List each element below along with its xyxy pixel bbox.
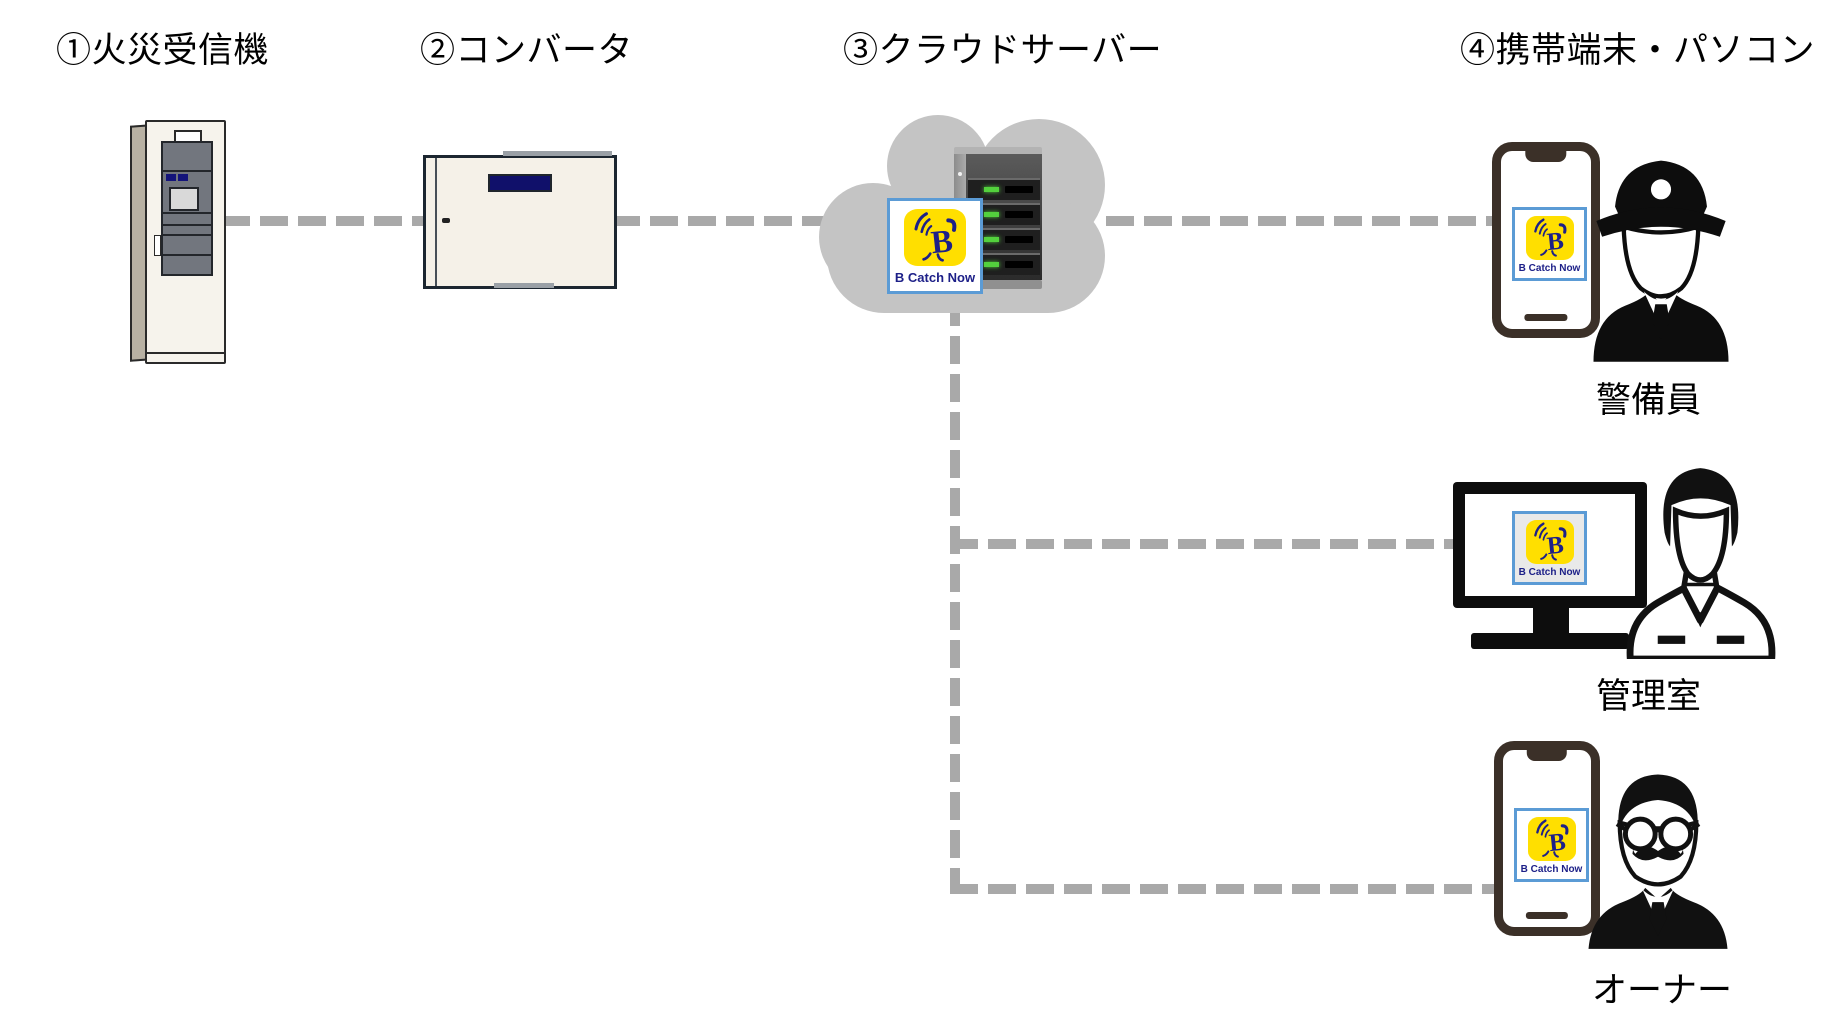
drive-slot (1005, 186, 1033, 193)
led-light (984, 262, 999, 267)
cabinet-door-handle (154, 235, 161, 256)
led-light (984, 187, 999, 192)
phone-notch (1525, 150, 1567, 162)
endpoint-label-owner: オーナー (1592, 971, 1733, 1010)
indicator-lamp (178, 174, 188, 181)
phone-homebar (1525, 912, 1569, 919)
panel-divider (163, 234, 211, 236)
step-label-fire-receiver: ①火災受信機 (56, 31, 270, 70)
connector-cloud-guard-phone (1106, 216, 1492, 226)
panel-divider (163, 254, 211, 256)
panel-display (169, 187, 199, 211)
server-top (954, 147, 1042, 156)
bcatchnow-mascot-icon: B (1527, 817, 1576, 861)
connector-receiver-converter (222, 216, 424, 226)
converter-door-edge (435, 158, 437, 286)
app-name: B Catch Now (1518, 263, 1581, 274)
endpoint-label-guard: 警備員 (1596, 381, 1702, 420)
phone-homebar (1524, 314, 1568, 321)
phone-notch (1526, 749, 1568, 761)
mascot-letter: B (929, 222, 954, 260)
mascot-letter: B (1545, 228, 1564, 257)
cabinet-control-panel (161, 141, 213, 276)
endpoint-label-control-room: 管理室 (1596, 677, 1702, 716)
step-label-devices: ④携帯端末・パソコン (1460, 31, 1816, 70)
connector-cloud-monitor (950, 539, 1453, 549)
bcatchnow-mascot-icon: B (914, 212, 957, 262)
server-bay (968, 203, 1040, 225)
converter-latch (442, 218, 450, 223)
panel-divider (163, 224, 211, 226)
app-name: B Catch Now (1518, 567, 1581, 578)
bcatchnow-mascot-icon: B (1525, 520, 1574, 564)
server-bay (968, 253, 1040, 275)
drive-slot (1005, 261, 1033, 268)
monitor-stand (1533, 606, 1569, 635)
led-light (984, 237, 999, 242)
converter-bottom-edge (493, 283, 554, 288)
converter-top-edge (502, 151, 612, 156)
owner-person-icon (1588, 774, 1728, 949)
panel-divider (163, 170, 211, 172)
server-base (954, 280, 1042, 289)
mascot-letter: B (1547, 829, 1566, 858)
server-bay (968, 178, 1040, 200)
manager-person-icon (1626, 468, 1776, 659)
bcatchnow-mascot-icon: B (1525, 216, 1574, 260)
server-screw (958, 172, 962, 176)
panel-divider (163, 212, 211, 214)
app-name: B Catch Now (1520, 864, 1583, 875)
converter-nameplate (488, 174, 552, 192)
bcatchnow-app-icon: B B Catch Now (1512, 511, 1587, 585)
bcatchnow-app-icon: B B Catch Now (887, 198, 983, 294)
cabinet-front (145, 120, 226, 364)
security-guard-icon (1593, 160, 1729, 362)
server-bay (968, 228, 1040, 250)
cabinet-plinth (147, 352, 224, 354)
bcatchnow-app-icon: B B Catch Now (1512, 207, 1587, 281)
bcatchnow-app-icon: B B Catch Now (1514, 808, 1589, 882)
connector-cloud-owner-phone (950, 884, 1495, 894)
drive-slot (1005, 211, 1033, 218)
connector-converter-cloud (612, 216, 838, 226)
app-name: B Catch Now (894, 270, 976, 285)
indicator-lamp (166, 174, 176, 181)
step-label-cloud-server: ③クラウドサーバー (843, 31, 1163, 70)
converter-box (423, 151, 617, 289)
bcatchnow-mascot-icon: B (904, 209, 966, 266)
drive-slot (1005, 236, 1033, 243)
monitor-base (1471, 633, 1629, 649)
step-label-converter: ②コンバータ (420, 31, 634, 70)
led-light (984, 212, 999, 217)
mascot-letter: B (1545, 532, 1564, 561)
connector-cloud-vertical (950, 298, 960, 894)
